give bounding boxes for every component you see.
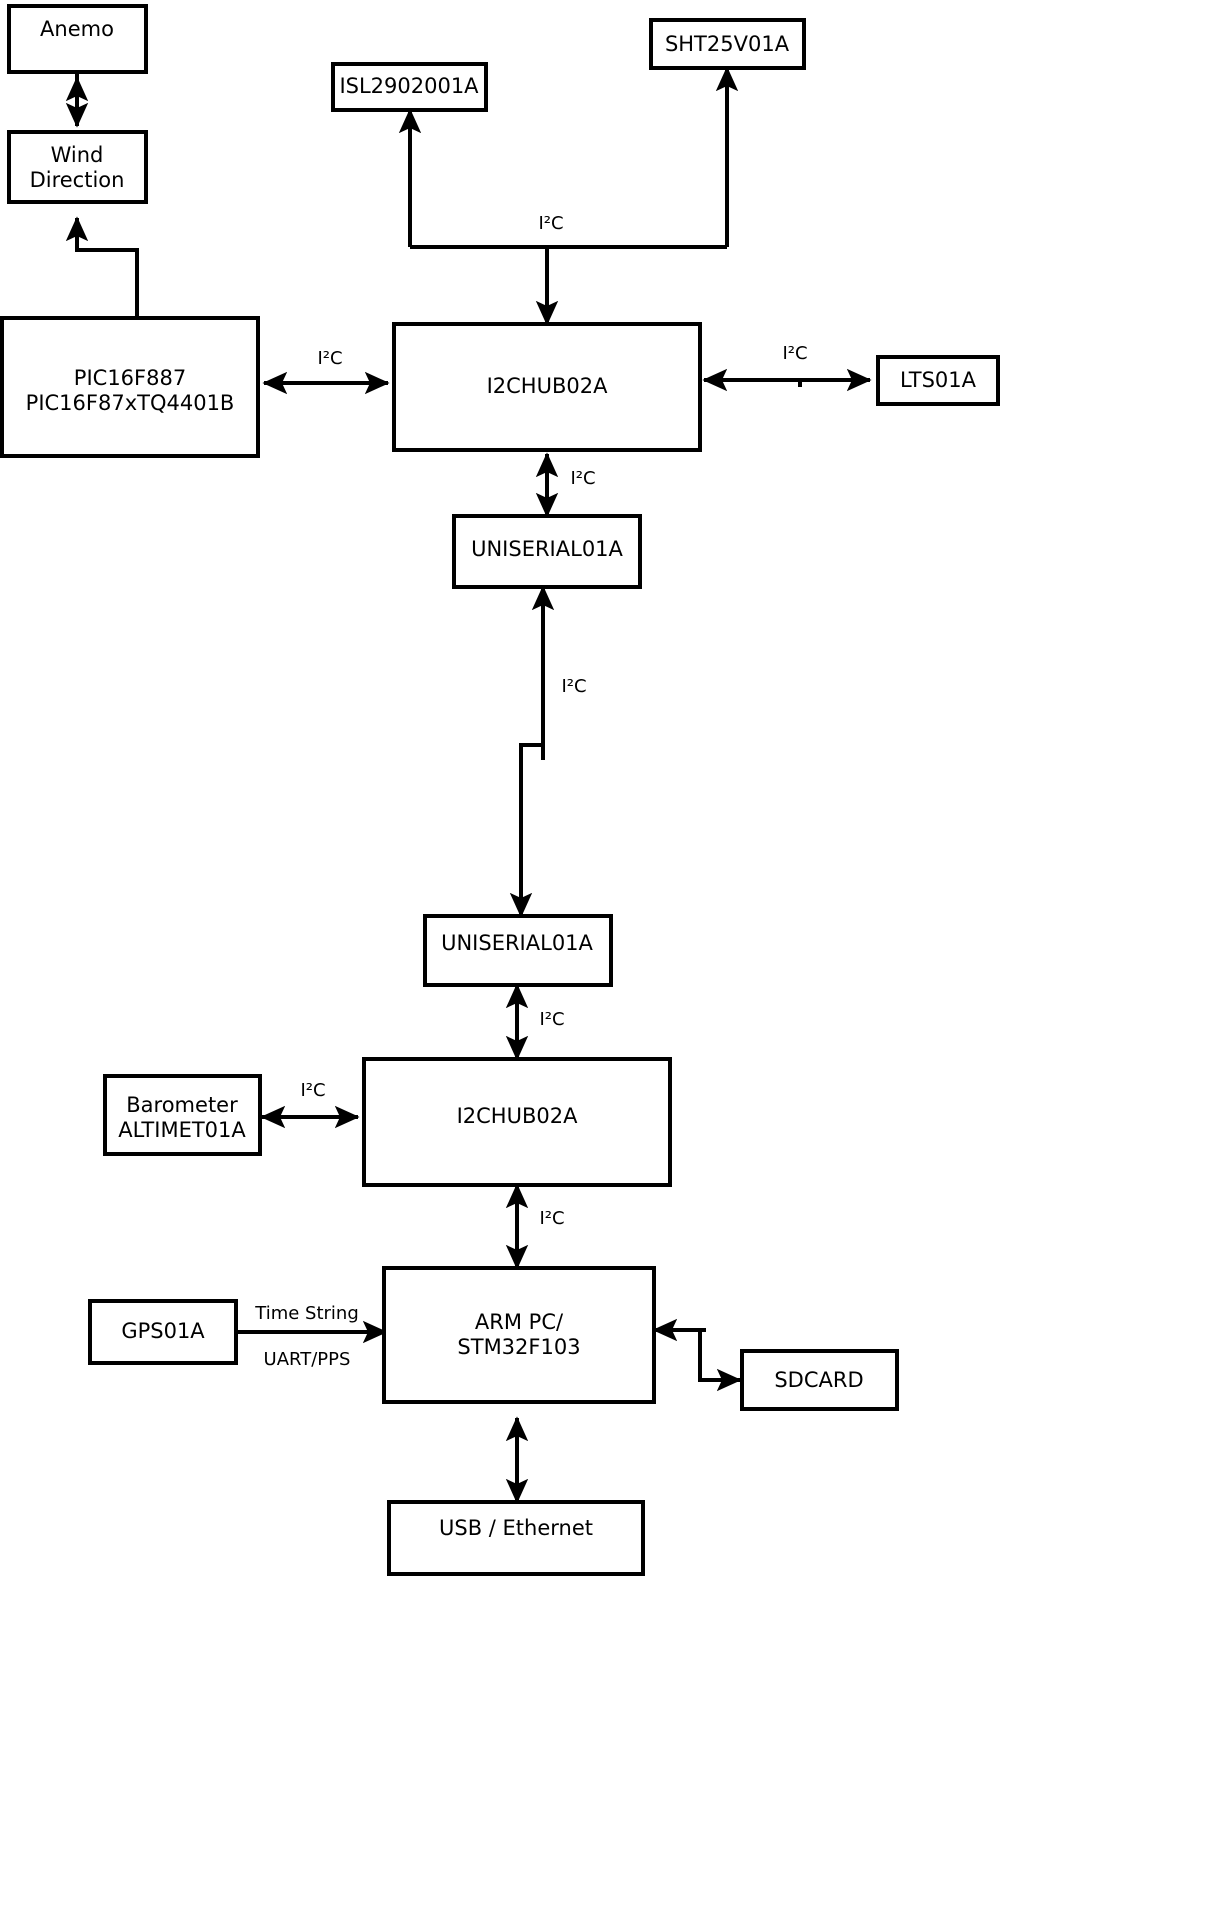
edge-barometer-hub: I²C <box>260 1080 360 1129</box>
edge-pic-wind <box>65 216 139 318</box>
edge-uniserial-link: I²C <box>509 585 587 918</box>
block-label-pic-line1: PIC16F887 <box>74 366 186 390</box>
block-label-uniserial-top: UNISERIAL01A <box>471 537 623 561</box>
block-label-barometer-line2: ALTIMET01A <box>118 1118 246 1142</box>
edge-label-gps-uart-pps: UART/PPS <box>264 1349 351 1370</box>
edge-uniserial-hub-bottom: I²C <box>505 983 565 1061</box>
block-i2chub02a-top[interactable]: I2CHUB02A <box>392 322 702 452</box>
edge-hub-arm: I²C <box>505 1183 565 1270</box>
block-lts01a[interactable]: LTS01A <box>876 355 1000 406</box>
block-gps01a[interactable]: GPS01A <box>88 1299 238 1365</box>
block-label-pic-line2: PIC16F87xTQ4401B <box>26 391 235 415</box>
block-barometer-altimet01a[interactable]: Barometer ALTIMET01A <box>103 1074 262 1156</box>
edge-hub-uniserial-top: I²C <box>535 452 596 518</box>
block-label-anemo: Anemo <box>40 17 114 41</box>
edge-label-i2c-hub-arm: I²C <box>539 1208 564 1229</box>
block-label-isl: ISL2902001A <box>339 74 479 98</box>
edge-arm-sdcard <box>652 1318 742 1392</box>
block-label-uniserial-bottom: UNISERIAL01A <box>441 931 593 955</box>
edge-label-i2c-uniserial-hub: I²C <box>539 1009 564 1030</box>
edge-label-i2c-hub-uniserial: I²C <box>570 468 595 489</box>
block-pic16f887[interactable]: PIC16F887 PIC16F87xTQ4401B <box>0 316 260 458</box>
edge-label-i2c-uniserial-link: I²C <box>561 676 586 697</box>
block-label-hub-bottom: I2CHUB02A <box>457 1104 579 1128</box>
edge-hub-i2c-bus: I²C <box>398 66 739 326</box>
block-label-arm-line1: ARM PC/ <box>475 1310 564 1334</box>
edge-label-i2c-pic-hub: I²C <box>317 348 342 369</box>
block-sdcard[interactable]: SDCARD <box>740 1349 899 1411</box>
block-isl2902001a[interactable]: ISL2902001A <box>331 62 488 112</box>
block-label-lts: LTS01A <box>900 368 977 392</box>
block-arm-pc-stm32f103[interactable]: ARM PC/ STM32F103 <box>382 1266 656 1404</box>
block-usb-ethernet[interactable]: USB / Ethernet <box>387 1500 645 1576</box>
edge-gps-arm: Time String UART/PPS <box>237 1303 388 1370</box>
edge-label-i2c-bus-top: I²C <box>538 213 563 234</box>
block-uniserial01a-top[interactable]: UNISERIAL01A <box>452 514 642 589</box>
block-label-gps: GPS01A <box>121 1319 205 1343</box>
block-label-wind-direction-line2: Direction <box>30 168 125 192</box>
block-label-usb-eth: USB / Ethernet <box>439 1516 593 1540</box>
block-label-wind-direction-line1: Wind <box>51 143 104 167</box>
block-label-arm-line2: STM32F103 <box>457 1335 580 1359</box>
block-uniserial01a-bottom[interactable]: UNISERIAL01A <box>423 914 613 987</box>
block-sht25v01a[interactable]: SHT25V01A <box>649 18 806 70</box>
block-wind-direction[interactable]: Wind Direction <box>7 130 148 204</box>
edge-label-i2c-hub-lts: I²C <box>782 343 807 364</box>
edge-hub-lts: I²C <box>702 343 872 392</box>
edge-label-i2c-barometer-hub: I²C <box>300 1080 325 1101</box>
block-label-sht: SHT25V01A <box>665 32 790 56</box>
block-anemo[interactable]: Anemo <box>7 4 148 74</box>
edge-label-gps-time-string: Time String <box>254 1303 359 1324</box>
block-label-hub-top: I2CHUB02A <box>487 374 609 398</box>
edge-pic-hub-top: I²C <box>262 348 390 395</box>
block-i2chub02a-bottom[interactable]: I2CHUB02A <box>362 1057 672 1187</box>
block-label-sdcard: SDCARD <box>774 1368 863 1392</box>
block-label-barometer-line1: Barometer <box>126 1093 238 1117</box>
